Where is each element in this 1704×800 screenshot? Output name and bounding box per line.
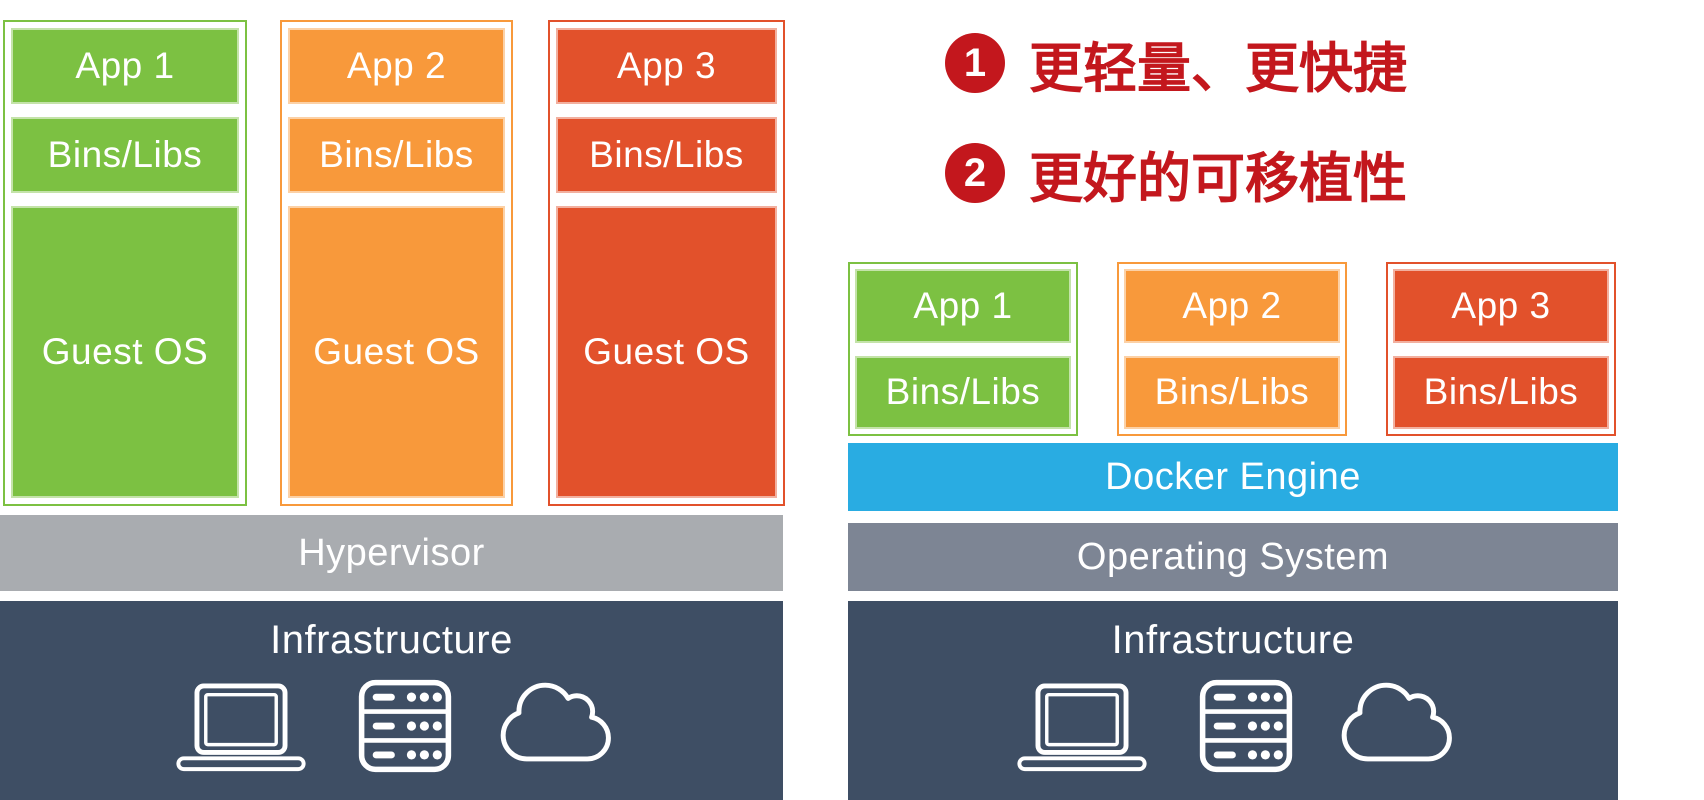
vm1-bins-box: Bins/Libs bbox=[11, 117, 239, 193]
container-infrastructure-icons bbox=[848, 678, 1618, 774]
vm-infrastructure-label: Infrastructure bbox=[270, 618, 513, 662]
vm2-guest-os-box: Guest OS bbox=[288, 206, 505, 498]
vm1-guest-os-box: Guest OS bbox=[11, 206, 239, 498]
container-column-2: App 2 Bins/Libs bbox=[1117, 262, 1347, 436]
circled-number-2-icon: 2 bbox=[945, 143, 1005, 203]
container1-app-box: App 1 bbox=[855, 269, 1071, 343]
container-column-3: App 3 Bins/Libs bbox=[1386, 262, 1616, 436]
feature-text-2: 更好的可移植性 bbox=[1029, 148, 1407, 209]
feature-item-2: 2 更好的可移植性 bbox=[945, 140, 1407, 209]
laptop-icon bbox=[175, 683, 306, 772]
container-column-1: App 1 Bins/Libs bbox=[848, 262, 1078, 436]
container3-app-box: App 3 bbox=[1393, 269, 1609, 343]
docker-engine-label: Docker Engine bbox=[1105, 455, 1361, 498]
hypervisor-label: Hypervisor bbox=[298, 531, 485, 574]
vm-infrastructure-icons bbox=[0, 678, 783, 774]
container-infrastructure-layer: Infrastructure bbox=[848, 601, 1618, 800]
hypervisor-layer: Hypervisor bbox=[0, 515, 783, 591]
cloud-icon bbox=[500, 682, 611, 762]
container1-bins-box: Bins/Libs bbox=[855, 355, 1071, 429]
vm1-app-box: App 1 bbox=[11, 28, 239, 104]
docker-engine-layer: Docker Engine bbox=[848, 443, 1618, 511]
feature-item-1: 1 更轻量、更快捷 bbox=[945, 30, 1407, 99]
vm2-bins-box: Bins/Libs bbox=[288, 117, 505, 193]
feature-text-1: 更轻量、更快捷 bbox=[1029, 38, 1407, 99]
vm3-guest-os-box: Guest OS bbox=[556, 206, 777, 498]
server-rack-icon bbox=[1199, 679, 1293, 773]
container3-bins-box: Bins/Libs bbox=[1393, 355, 1609, 429]
feature-list: 1 更轻量、更快捷 2 更好的可移植性 bbox=[945, 30, 1407, 250]
vm-infrastructure-layer: Infrastructure bbox=[0, 601, 783, 800]
vm-column-1: App 1 Bins/Libs Guest OS bbox=[3, 20, 247, 506]
vm3-bins-box: Bins/Libs bbox=[556, 117, 777, 193]
server-rack-icon bbox=[358, 679, 451, 773]
circled-number-1-icon: 1 bbox=[945, 33, 1005, 93]
vm2-app-box: App 2 bbox=[288, 28, 505, 104]
vm-column-3: App 3 Bins/Libs Guest OS bbox=[548, 20, 785, 506]
cloud-icon bbox=[1341, 682, 1452, 762]
container2-app-box: App 2 bbox=[1124, 269, 1340, 343]
vm3-app-box: App 3 bbox=[556, 28, 777, 104]
container2-bins-box: Bins/Libs bbox=[1124, 355, 1340, 429]
operating-system-label: Operating System bbox=[1076, 535, 1390, 578]
container-infrastructure-label: Infrastructure bbox=[1111, 618, 1355, 662]
laptop-icon bbox=[1017, 683, 1147, 772]
vm-column-2: App 2 Bins/Libs Guest OS bbox=[280, 20, 513, 506]
operating-system-layer: Operating System bbox=[848, 523, 1618, 591]
